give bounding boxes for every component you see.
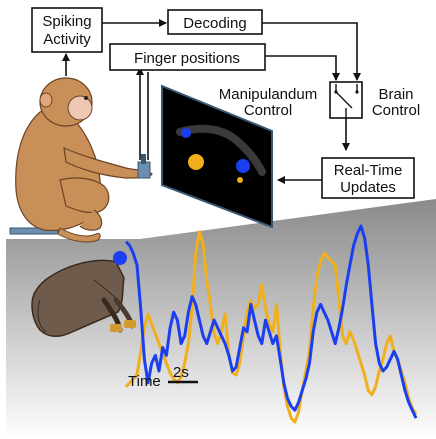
target-gold-dot — [188, 154, 204, 170]
display-screen — [161, 84, 273, 229]
time-axis-label: Time — [128, 373, 161, 390]
time-scale: Time 2s — [128, 364, 198, 390]
spiking-label-line2: Activity — [43, 31, 91, 48]
spiking-label-line1: Spiking — [42, 13, 91, 30]
brain-control-label-line2: Control — [372, 102, 420, 119]
brain-control-label-line1: Brain — [378, 86, 413, 103]
box-finger-positions: Finger positions — [109, 43, 266, 71]
arrow-decoding-to-switch — [262, 22, 361, 81]
box-decoding: Decoding — [167, 9, 263, 35]
box-real-time-updates: Real-Time Updates — [321, 157, 415, 199]
cursor-blue-dot — [181, 128, 191, 138]
cursor-gold-dot — [237, 177, 243, 183]
trace-group — [124, 224, 418, 424]
hand-illustration — [31, 251, 136, 337]
manipulandum-control-label-line1: Manipulandum — [219, 86, 317, 103]
decoding-label: Decoding — [183, 15, 246, 32]
manipulandum-control-label-line2: Control — [244, 102, 292, 119]
switch-box: Manipulandum Control Brain Control — [219, 81, 420, 119]
updates-label-line1: Real-Time — [334, 162, 403, 179]
trace-gold-line — [124, 230, 418, 424]
connector-lines — [62, 19, 361, 184]
monkey-illustration — [9, 77, 153, 243]
target-blue-dot — [236, 159, 250, 173]
finger-positions-label: Finger positions — [134, 50, 240, 67]
time-scale-label: 2s — [173, 364, 189, 381]
arrow-finger-to-switch — [265, 55, 340, 81]
trace-blue-line — [124, 224, 418, 419]
box-spiking-activity: Spiking Activity — [31, 7, 103, 53]
updates-label-line2: Updates — [340, 179, 396, 196]
